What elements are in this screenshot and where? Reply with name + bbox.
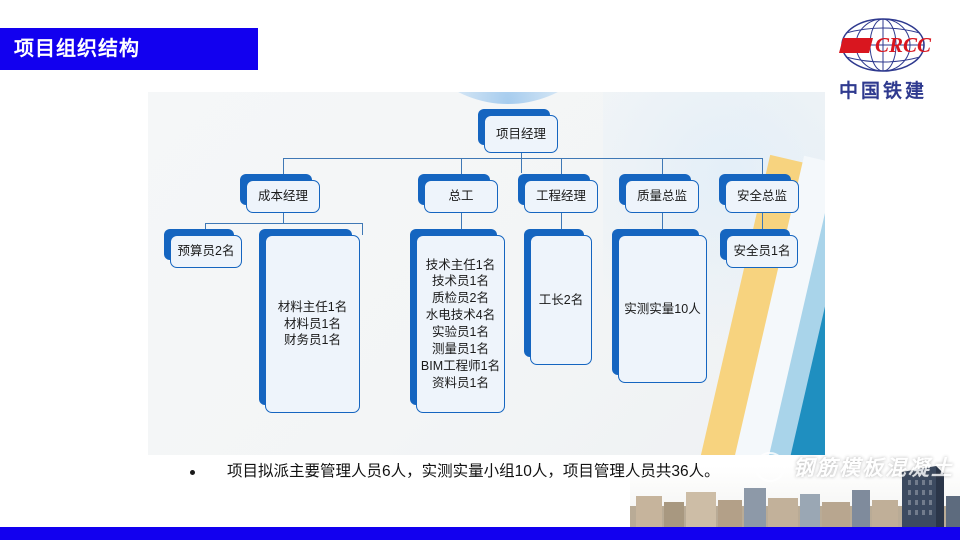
org-node-material-group[interactable]: 材料主任1名材料员1名财务员1名: [265, 235, 360, 413]
slide-title-bar: 项目组织结构: [0, 28, 258, 70]
org-node-line: 水电技术4名: [425, 308, 496, 323]
connector-chief-tech: [461, 212, 463, 235]
org-node-label: 总工: [448, 189, 474, 204]
connector-engmgr-foreman: [561, 212, 563, 235]
org-node-lines: 材料主任1名材料员1名财务员1名: [278, 299, 347, 350]
bullet-row: 项目拟派主要管理人员6人，实测实量小组10人，项目管理人员共36人。: [190, 461, 720, 483]
connector-cost-budget: [205, 223, 207, 235]
org-node-line: 安全员1名: [733, 244, 791, 259]
connector-drop-quality: [662, 158, 664, 182]
org-node-cost-manager[interactable]: 成本经理: [246, 180, 320, 213]
connector-drop-safety: [762, 158, 764, 182]
org-chart-image: 项目经理 成本经理 总工 工程经理 质量总监 安全总监 预算员2名 材料主任1名…: [148, 92, 825, 455]
org-node-label: 成本经理: [257, 189, 308, 204]
org-node-label: 质量总监: [636, 189, 687, 204]
svg-text:CRCC: CRCC: [875, 33, 932, 57]
org-node-budget-officers[interactable]: 预算员2名: [170, 235, 242, 268]
org-node-line: 资料员1名: [432, 375, 489, 390]
watermark-text: 钢筋模板混凝土: [793, 457, 954, 480]
org-node-lines: 安全员1名: [734, 243, 791, 260]
decorative-arc: [403, 92, 613, 104]
connector-cost-down: [283, 212, 285, 224]
connector-cost-bus: [205, 223, 362, 225]
connector-cost-material: [362, 223, 364, 235]
org-node-label: 项目经理: [495, 126, 546, 141]
connector-root-down: [521, 152, 523, 173]
org-node-line: 工长2名: [538, 292, 584, 307]
org-node-chief-engineer[interactable]: 总工: [424, 180, 498, 213]
org-node-line: BIM工程师1名: [420, 358, 501, 373]
watermark: 钢筋模板混凝土: [755, 452, 954, 482]
org-node-project-manager[interactable]: 项目经理: [484, 115, 558, 153]
skyline-photo: [630, 466, 960, 528]
connector-bus-level2: [283, 158, 762, 160]
crcc-wordmark: 中国铁建: [838, 81, 927, 102]
org-node-line: 技术员1名: [432, 274, 489, 289]
org-node-engineering-manager[interactable]: 工程经理: [524, 180, 598, 213]
org-node-line: 财务员1名: [284, 333, 341, 348]
org-node-measurement-team[interactable]: 实测实量10人: [618, 235, 707, 383]
connector-drop-engmgr: [561, 158, 563, 182]
org-node-foremen[interactable]: 工长2名: [530, 235, 592, 365]
connector-drop-cost: [283, 158, 285, 182]
org-node-safety-officer[interactable]: 安全员1名: [726, 235, 798, 268]
org-node-line: 预算员2名: [177, 244, 235, 259]
connector-drop-chief: [461, 158, 463, 182]
org-node-line: 质检员2名: [432, 291, 489, 306]
org-node-line: 技术主任1名: [425, 257, 496, 272]
page-title: 项目组织结构: [14, 38, 140, 60]
connector-quality-measure: [662, 212, 664, 235]
org-node-quality-director[interactable]: 质量总监: [625, 180, 699, 213]
org-node-lines: 预算员2名: [178, 243, 235, 260]
org-node-safety-director[interactable]: 安全总监: [725, 180, 799, 213]
org-node-label: 安全总监: [736, 189, 787, 204]
wechat-icon: [755, 452, 785, 482]
org-node-line: 实测实量10人: [624, 301, 701, 316]
bullet-text: 项目拟派主要管理人员6人，实测实量小组10人，项目管理人员共36人。: [227, 463, 720, 480]
crcc-globe-icon: CRCC: [829, 16, 937, 74]
org-node-lines: 实测实量10人: [624, 301, 700, 318]
org-node-lines: 工长2名: [539, 292, 583, 309]
org-node-label: 工程经理: [535, 189, 586, 204]
org-node-technical-group[interactable]: 技术主任1名技术员1名质检员2名水电技术4名实验员1名测量员1名 BIM工程师1名…: [416, 235, 505, 413]
crcc-logo: CRCC 中国铁建: [824, 16, 942, 108]
org-node-line: 测量员1名: [432, 341, 489, 356]
org-node-lines: 技术主任1名技术员1名质检员2名水电技术4名实验员1名测量员1名 BIM工程师1名…: [421, 257, 500, 392]
bottom-accent-bar: [0, 527, 960, 540]
bullet-marker-icon: [190, 470, 195, 475]
connector-safety-safeofc: [762, 212, 764, 235]
org-node-line: 材料主任1名: [277, 299, 348, 314]
org-node-line: 实验员1名: [432, 325, 489, 339]
org-node-line: 材料员1名: [284, 316, 341, 331]
